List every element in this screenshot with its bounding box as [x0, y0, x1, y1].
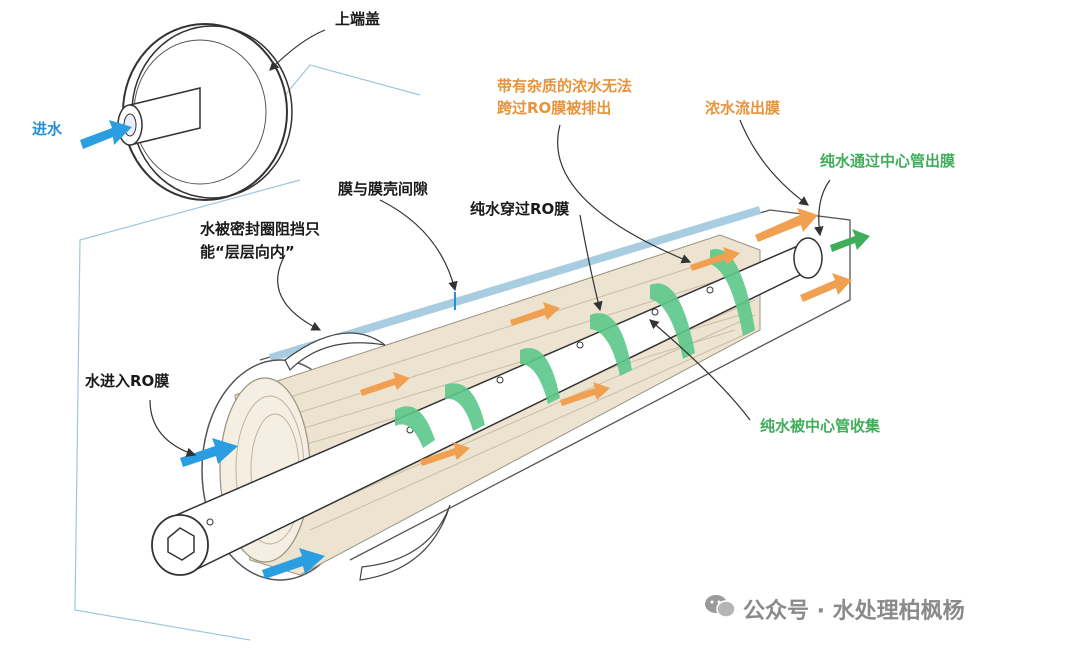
label-enter-ro: 水进入RO膜	[85, 372, 170, 390]
water-in-arrow	[80, 120, 132, 149]
label-water-in: 进水	[32, 120, 63, 138]
seal-ring-lower	[359, 504, 451, 581]
label-pure-through: 纯水穿过RO膜	[470, 200, 570, 218]
end-cap-part	[117, 23, 293, 201]
label-concentrate-blocked-2: 跨过RO膜被排出	[497, 99, 612, 117]
pure-out-arrows	[830, 229, 870, 252]
inlet-arrows	[180, 438, 325, 579]
label-gap: 膜与膜壳间隙	[338, 180, 429, 198]
pure-water-spiral	[395, 249, 755, 448]
label-seal-1: 水被密封圈阻挡只	[200, 220, 321, 238]
label-pure-out: 纯水通过中心管出膜	[820, 152, 956, 170]
concentrate-arrows	[360, 208, 852, 466]
label-end-cap: 上端盖	[335, 10, 381, 28]
label-concentrate-out: 浓水流出膜	[705, 99, 781, 117]
watermark: 公众号 · 水处理柏枫杨	[705, 593, 965, 625]
wechat-icon	[705, 595, 736, 618]
center-tube	[151, 237, 823, 576]
leader-lines	[149, 29, 831, 457]
seal-ring	[284, 332, 386, 372]
label-concentrate-blocked-1: 带有杂质的浓水无法	[497, 77, 633, 95]
label-seal-2: 能“层层向内”	[200, 243, 295, 261]
label-pure-collected: 纯水被中心管收集	[760, 417, 881, 435]
watermark-text: 公众号 · 水处理柏枫杨	[743, 599, 965, 624]
